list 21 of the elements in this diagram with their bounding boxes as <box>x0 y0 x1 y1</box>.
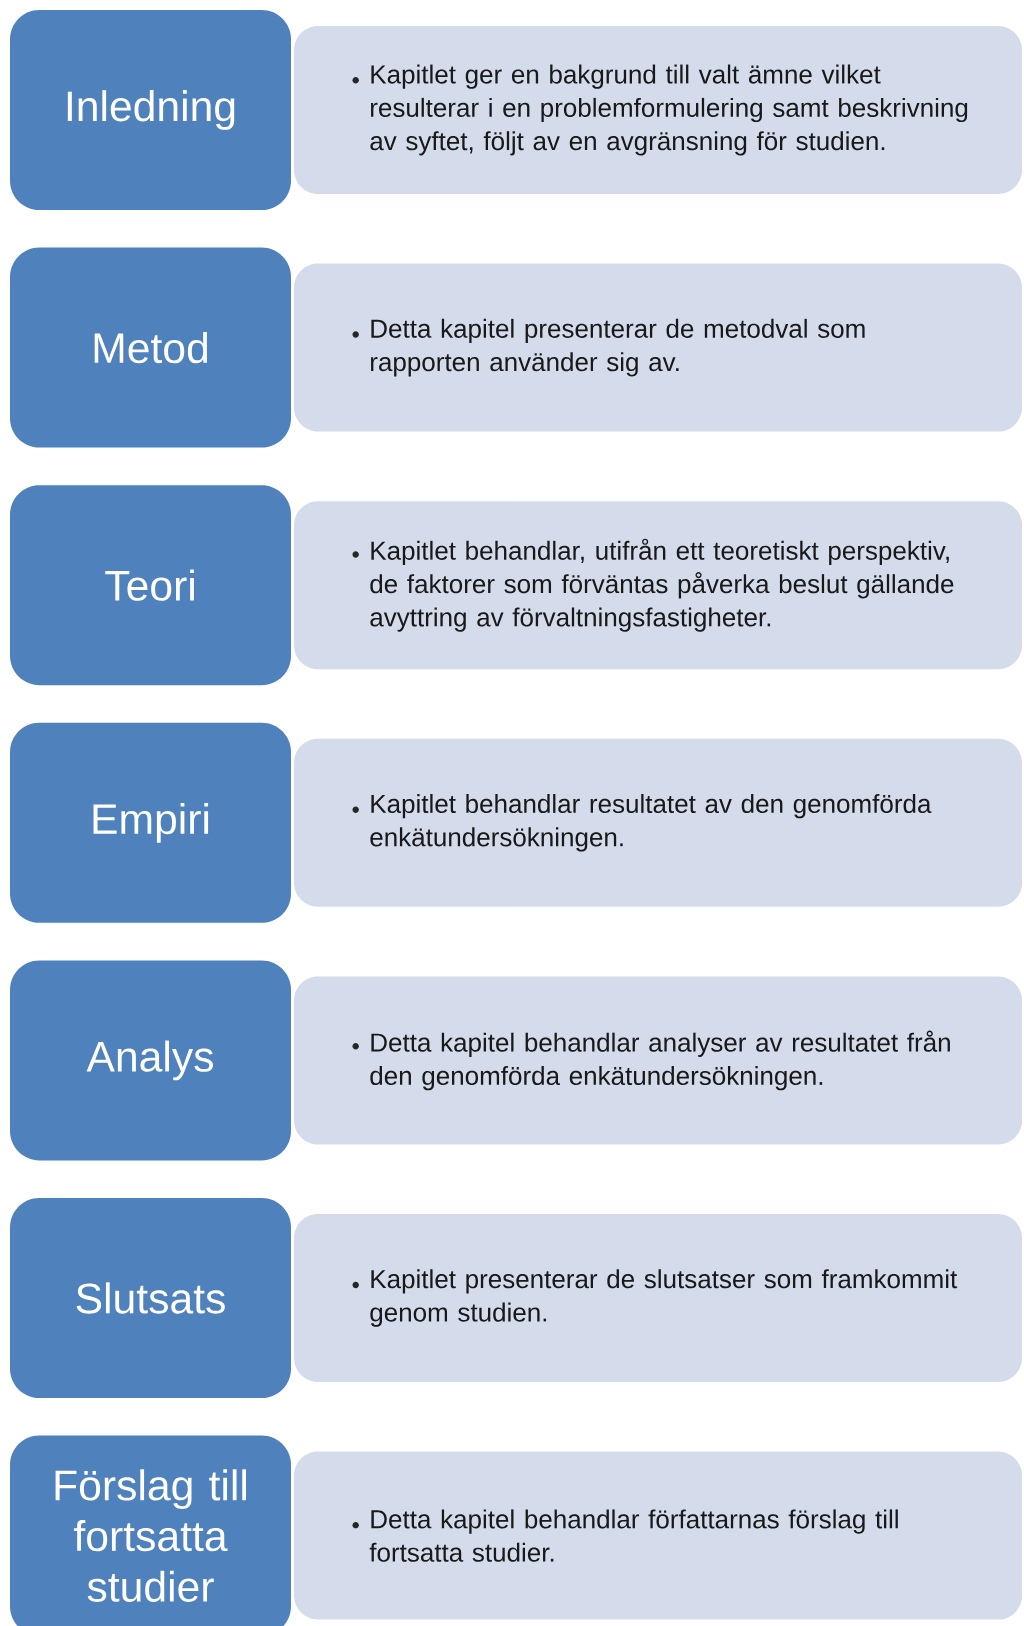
description-box <box>294 26 1022 194</box>
description-text: Kapitlet behandlar resultatet av den genomförda enkätundersökningen. <box>370 794 932 852</box>
description-text: Kapitlet presenterar de slutsatser som framkommit genom studien. <box>370 1269 958 1327</box>
description-box <box>294 501 1022 670</box>
description-box <box>294 738 1022 907</box>
description-box <box>294 1451 1022 1620</box>
chapter-box: Analys <box>10 960 291 1161</box>
description-text: Kapitlet ger en bakgrund till valt ämne vilket resulterar i en problemformulering samt beskrivning av syftet, följt av en avgränsning för studien. <box>370 64 968 156</box>
description-box <box>294 976 1022 1145</box>
description-text: Detta kapitel presenterar de metodval som rapporten använder sig av. <box>371 318 865 377</box>
chapter-box: Empiri <box>10 722 291 923</box>
chapter-box: Metod <box>10 247 291 448</box>
chapter-box: Slutsats <box>10 1198 291 1398</box>
description-text: Detta kapitel behandlar analyser av resultatet från den genomförda enkätundersökningen. <box>370 1030 950 1091</box>
description-box <box>294 1214 1022 1382</box>
chapter-box: Inledning <box>10 10 291 210</box>
chapter-box: Förslag till fortsatta studier <box>10 1435 291 1626</box>
description-text: Detta kapitel behandlar författarnas förslag till fortsatta studier. <box>369 1509 898 1562</box>
chapter-box: Teori <box>10 485 291 686</box>
description-text: Kapitlet behandlar, utifrån ett teoretiskt perspektiv, de faktorer som förväntas påverka beslut gällande avyttring av förvaltningsfastigheter. <box>370 538 954 632</box>
description-box <box>294 263 1022 432</box>
